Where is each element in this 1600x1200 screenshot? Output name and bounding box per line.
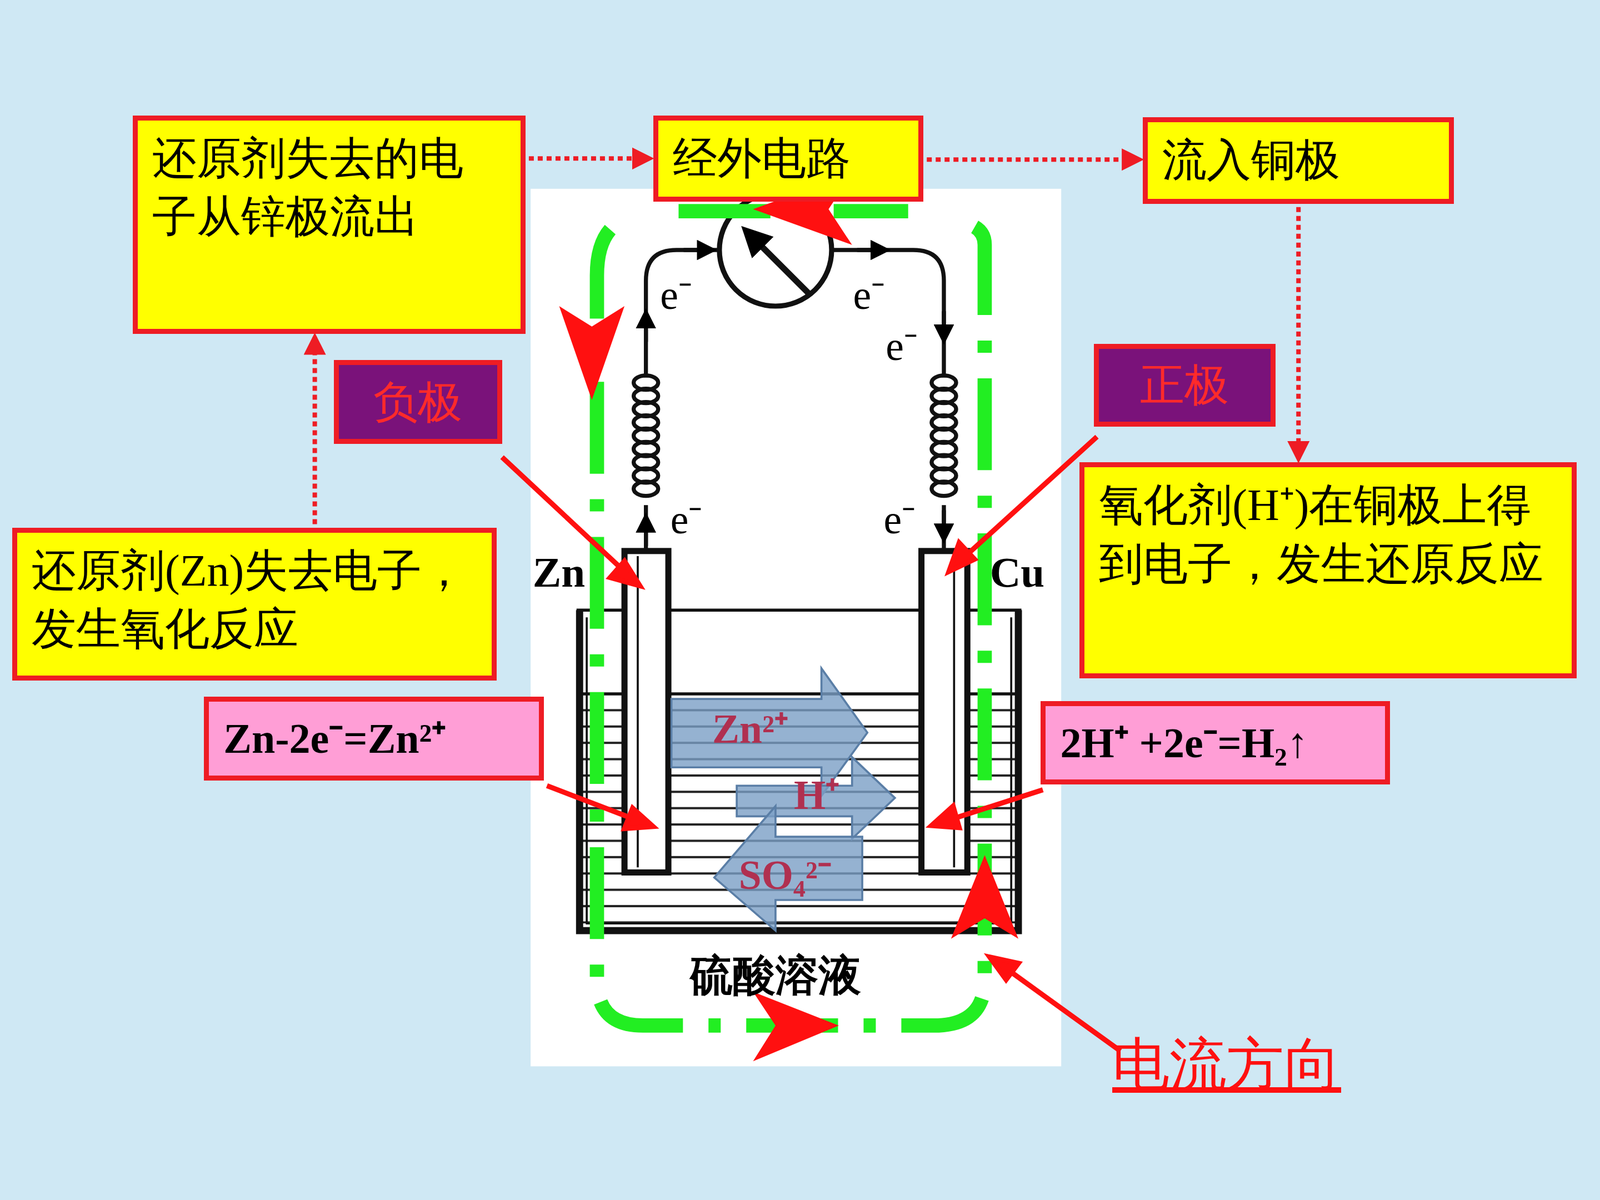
current-arrowheads (559, 173, 1019, 1062)
electron-label: e⁻ (853, 273, 886, 319)
electrode-name-box: 负极 (333, 360, 503, 444)
electrode-label: Zn (532, 548, 585, 597)
ion-arrows (671, 668, 895, 931)
dotted-arrow (312, 337, 318, 525)
solution-label: 硫酸溶液 (690, 952, 862, 1000)
zinc-electrode (624, 551, 669, 873)
coil-turn (931, 481, 957, 497)
box-text: 正极 (1113, 358, 1257, 412)
ion-label: H⁺ (793, 773, 840, 819)
dotted-arrow (926, 157, 1140, 162)
electron-label: e⁻ (883, 497, 917, 543)
coil (633, 375, 957, 497)
electron-label: e⁻ (670, 497, 703, 543)
box-text: 还原剂失去的电子从锌极流出 (152, 129, 507, 247)
dotted-arrow (528, 156, 650, 161)
box-text: 还原剂(Zn)失去电子，发生氧化反应 (31, 541, 478, 659)
copper-electrode (921, 551, 968, 873)
electron-label: e⁻ (660, 273, 693, 319)
white-panel (530, 188, 1062, 1067)
callout-box: 还原剂失去的电子从锌极流出 (132, 115, 526, 334)
callout-box: 经外电路 (653, 115, 924, 203)
box-text: 流入铜极 (1162, 131, 1435, 190)
callout-box: 流入铜极 (1142, 117, 1454, 204)
callout-box: 还原剂(Zn)失去电子，发生氧化反应 (12, 527, 497, 682)
leader-arrows (502, 436, 1121, 1052)
ion-label: Zn²⁺ (712, 707, 789, 753)
coil-turn (633, 481, 659, 497)
ion-label: SO₄²⁻ (738, 853, 832, 899)
box-text: 经外电路 (672, 129, 905, 189)
current-direction-label: 电流方向 (1112, 1032, 1342, 1096)
equation-box: Zn-2e⁻=Zn²⁺ (203, 696, 544, 781)
electrode-name-box: 正极 (1093, 343, 1276, 427)
electron-label: e⁻ (885, 324, 918, 370)
box-text: 负极 (353, 375, 483, 429)
current-loop (596, 211, 985, 1026)
callout-box: 氧化剂(H⁺)在铜极上得到电子，发生还原反应 (1079, 462, 1577, 679)
dotted-arrow (1296, 207, 1301, 459)
box-text: Zn-2e⁻=Zn²⁺ (223, 713, 525, 764)
box-text: 氧化剂(H⁺)在铜极上得到电子，发生还原反应 (1098, 476, 1557, 594)
equation-box: 2H⁺ +2e⁻=H₂↑ (1040, 701, 1390, 785)
box-text: 2H⁺ +2e⁻=H₂↑ (1060, 717, 1370, 769)
electrode-label: Cu (990, 548, 1045, 597)
